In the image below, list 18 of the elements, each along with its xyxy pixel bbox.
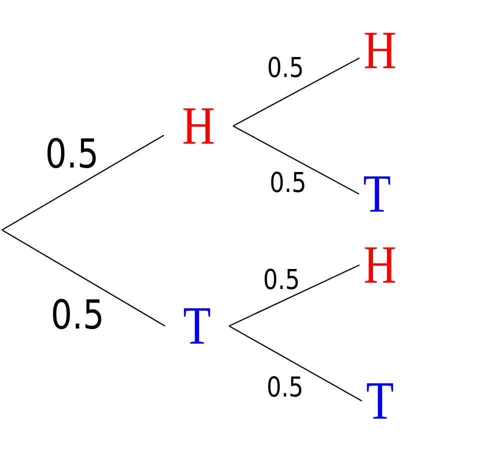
outcome-letter: H xyxy=(183,108,214,144)
probability-label: 0.5 xyxy=(266,375,304,398)
probability-label: 0.5 xyxy=(266,56,305,78)
branch-line xyxy=(2,229,166,326)
branch-line xyxy=(232,57,360,127)
probability-label: 0.5 xyxy=(44,136,100,170)
outcome-letter: H xyxy=(364,32,396,68)
outcome-letter: H xyxy=(364,247,396,283)
branch-line xyxy=(232,125,360,195)
probability-label: 0.5 xyxy=(268,170,308,194)
branch-line xyxy=(228,325,362,402)
probability-label: 0.5 xyxy=(50,298,106,330)
outcome-letter: T xyxy=(184,308,210,344)
outcome-letter: T xyxy=(366,383,394,419)
probability-label: 0.5 xyxy=(262,268,301,290)
branch-line xyxy=(2,134,164,231)
branch-line xyxy=(228,264,360,327)
outcome-letter: T xyxy=(364,176,390,212)
